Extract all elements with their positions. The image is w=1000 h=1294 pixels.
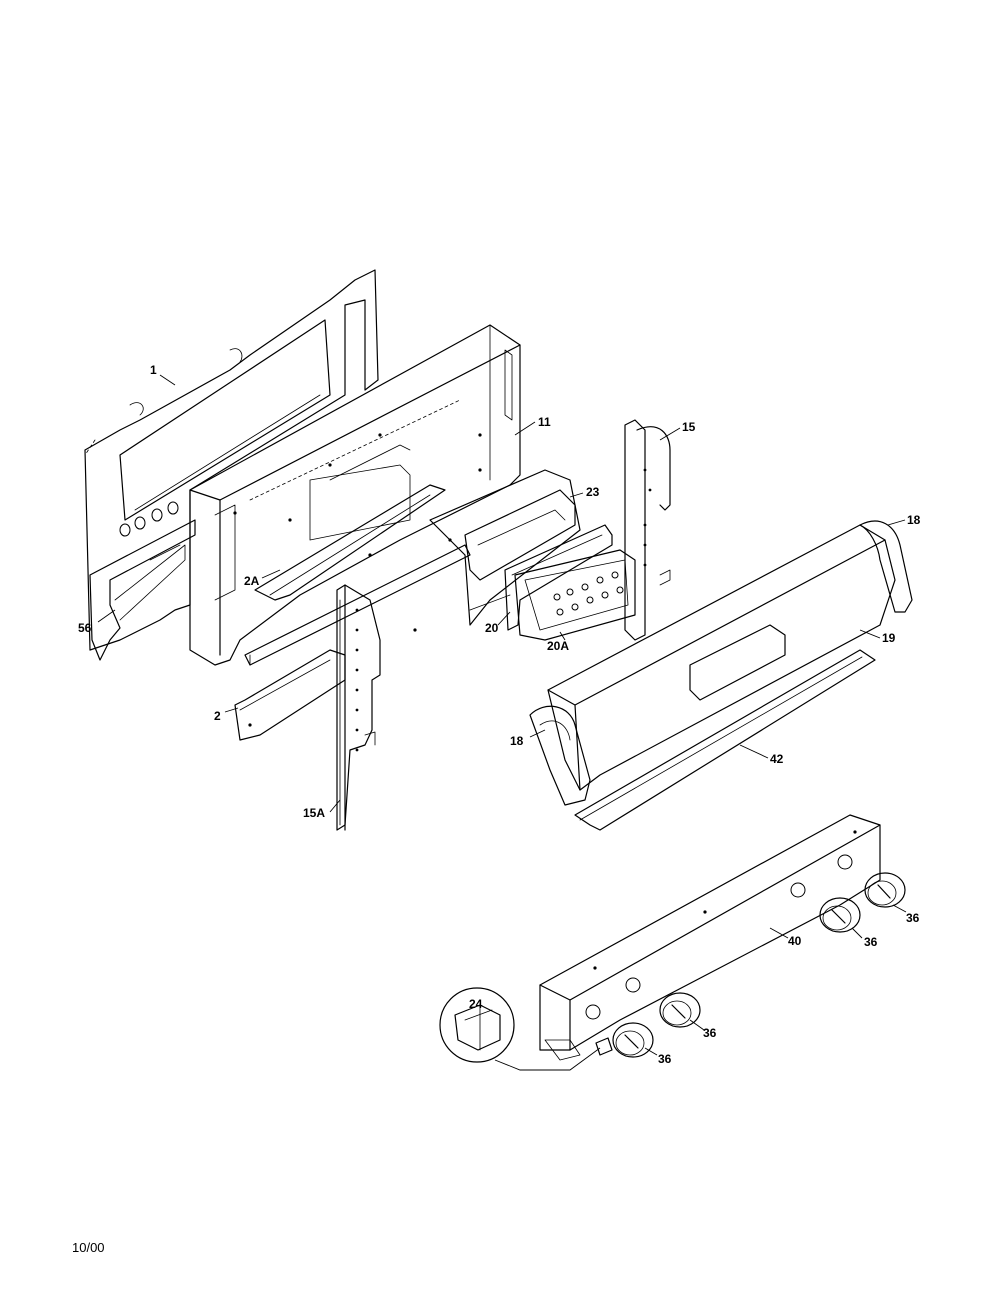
lower-rail	[244, 544, 471, 666]
callout-2: 2	[214, 709, 221, 723]
callout-15: 15	[682, 420, 696, 434]
callout-20: 20	[485, 621, 499, 635]
footer-date-code: 10/00	[72, 1240, 105, 1255]
part-18-endcap-left	[529, 705, 591, 806]
callout-1: 1	[150, 363, 157, 377]
callout-24: 24	[469, 997, 483, 1011]
callout-36-b: 36	[864, 935, 878, 949]
callout-labels: 1 11 15 23 18 19 2A 56 20 20A 2 18 42 15…	[78, 363, 921, 1066]
part-56-bracket	[89, 519, 196, 661]
callout-2a: 2A	[244, 574, 260, 588]
callout-36-c: 36	[703, 1026, 717, 1040]
part-36-knob-4	[612, 1022, 654, 1058]
part-1-rear-panel	[84, 269, 379, 651]
part-2-bracket	[234, 649, 346, 741]
callout-56: 56	[78, 621, 92, 635]
callout-15a: 15A	[303, 806, 325, 820]
part-2a-strip	[254, 484, 446, 601]
part-19-front-panel	[547, 524, 896, 791]
callout-42: 42	[770, 752, 784, 766]
callout-36-a: 36	[906, 911, 920, 925]
callout-18-top: 18	[907, 513, 921, 527]
part-15-support	[624, 419, 671, 641]
leader-lines	[97, 374, 907, 1056]
part-11-control-box	[189, 324, 521, 666]
callout-19: 19	[882, 631, 896, 645]
callout-11: 11	[538, 415, 551, 429]
part-24-switch-detail	[439, 987, 613, 1071]
callout-18-left: 18	[510, 734, 524, 748]
callout-23: 23	[586, 485, 600, 499]
part-20-overlay	[504, 524, 613, 631]
callout-20a: 20A	[547, 639, 569, 653]
part-36-knob-2	[819, 897, 861, 933]
part-36-knob-3	[659, 992, 701, 1028]
part-18-endcap-right	[859, 520, 913, 613]
part-36-knob-1	[864, 872, 906, 908]
part-15a-support	[336, 584, 381, 831]
part-23-panel-frame	[429, 469, 581, 626]
part-42-trim	[574, 649, 876, 831]
part-40-manifold-panel	[539, 814, 881, 1061]
part-20a-control-board	[514, 549, 636, 641]
callout-40: 40	[788, 934, 802, 948]
callout-36-d: 36	[658, 1052, 672, 1066]
